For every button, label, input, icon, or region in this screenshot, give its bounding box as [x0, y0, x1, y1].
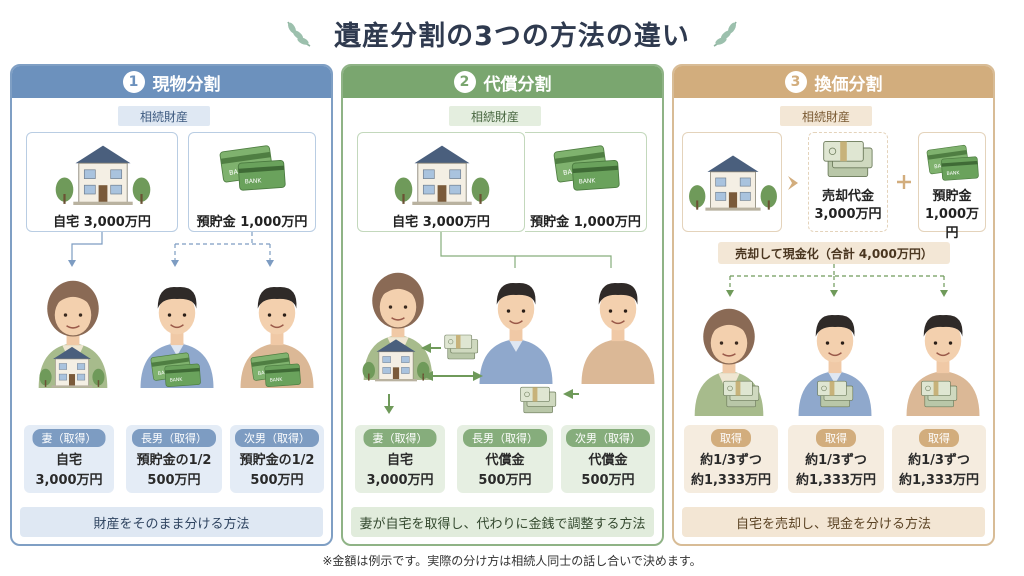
- recipient-amount: 500万円: [147, 473, 201, 488]
- recipient-card-wife: 妻（取得） 自宅 3,000万円: [355, 425, 445, 493]
- house-held-icon: [38, 342, 106, 388]
- deposit-amount: 1,000万円: [924, 207, 980, 241]
- recipient-role: 次男（取得）: [566, 429, 650, 447]
- sale-proceeds-amount: 3,000万円: [814, 207, 882, 222]
- flow-lines: [726, 264, 948, 297]
- house-icon: [53, 139, 153, 205]
- recipient-amount: 500万円: [478, 473, 532, 488]
- asset-deposit-card: 預貯金 1,000万円: [525, 132, 647, 232]
- plus-icon: [897, 175, 911, 189]
- recipient-role: 長男（取得）: [132, 429, 216, 447]
- recipient-amount: 約1,333万円: [898, 473, 980, 488]
- recipient-item: 預貯金の1/2: [239, 453, 315, 468]
- asset-home-card: 自宅 3,000万円: [26, 132, 178, 232]
- leaf-left-icon: [282, 16, 316, 50]
- page-title: 遺産分割の3つの方法の違い: [334, 20, 690, 52]
- cash-held-icon: [920, 378, 960, 410]
- house-icon: [687, 149, 779, 211]
- recipient-role: 取得: [816, 429, 856, 447]
- recipient-share: 約1/3ずつ: [805, 453, 867, 468]
- recipient-card-eldest: 長男（取得） 預貯金の1/2 500万円: [126, 425, 222, 493]
- recipient-role: 次男（取得）: [235, 429, 319, 447]
- recipient-amount: 500万円: [250, 473, 304, 488]
- panel-header: 2 代償分割: [343, 66, 662, 98]
- recipient-card-2: 取得 約1/3ずつ 約1,333万円: [788, 425, 884, 493]
- deposit-label: 預貯金: [932, 189, 972, 204]
- recipient-role: 妻（取得）: [32, 429, 106, 447]
- flow-lines: [68, 232, 274, 267]
- recipient-amount: 約1,333万円: [690, 473, 772, 488]
- exchange-arrows: [384, 343, 579, 414]
- panel-title: 現物分割: [152, 74, 221, 95]
- recipient-role: 妻（取得）: [363, 429, 437, 447]
- method-summary: 財産をそのまま分ける方法: [20, 507, 323, 537]
- panel-header: 3 換価分割: [674, 66, 993, 98]
- panel-header: 1 現物分割: [12, 66, 331, 98]
- recipient-role: 取得: [919, 429, 959, 447]
- flow-lines: [440, 232, 612, 268]
- arrow-right-icon: [788, 176, 798, 190]
- asset-home-label: 自宅 3,000万円: [392, 215, 490, 230]
- asset-home-card: [682, 132, 782, 232]
- footnote: ※金額は例示です。実際の分け方は相続人同士の話し合いで決めます。: [322, 554, 702, 568]
- recipient-amount: 3,000万円: [35, 473, 103, 488]
- house-icon: [392, 139, 492, 205]
- sale-proceeds-label: 売却代金: [821, 189, 874, 204]
- recipient-item: 代償金: [588, 453, 628, 468]
- recipient-card-wife: 妻（取得） 自宅 3,000万円: [24, 425, 114, 493]
- leaf-right-icon: [708, 16, 742, 50]
- recipient-card-second: 次男（取得） 代償金 500万円: [561, 425, 655, 493]
- recipient-role: 長男（取得）: [463, 429, 547, 447]
- panel-title: 代償分割: [483, 74, 552, 95]
- estate-tag: 相続財産: [780, 106, 873, 126]
- asset-deposit-label: 預貯金 1,000万円: [196, 215, 308, 230]
- panel-number: 2: [453, 71, 476, 93]
- asset-home-label: 自宅 3,000万円: [53, 215, 151, 230]
- recipient-amount: 3,000万円: [366, 473, 434, 488]
- panel-genbutsu: 1 現物分割 相続財産 自宅 3,000万円 預貯金 1,000万円 妻（取得）…: [10, 64, 333, 546]
- bank-card-held-icon: [146, 350, 206, 388]
- recipient-card-second: 次男（取得） 預貯金の1/2 500万円: [230, 425, 324, 493]
- method-summary: 妻が自宅を取得し、代わりに金銭で調整する方法: [351, 507, 654, 537]
- bank-card-held-icon: [246, 350, 306, 388]
- panel-number: 1: [122, 71, 145, 93]
- recipient-share: 約1/3ずつ: [908, 453, 970, 468]
- recipient-amount: 約1,333万円: [795, 473, 877, 488]
- panel-number: 3: [784, 71, 807, 93]
- sale-proceeds-card: 売却代金 3,000万円: [808, 132, 888, 232]
- panel-kanka: 3 換価分割 相続財産 売却代金 3,000万円 預貯金 1,000万円 売却し…: [672, 64, 995, 546]
- panel-title: 換価分割: [814, 74, 883, 95]
- asset-home-card: 自宅 3,000万円: [357, 132, 525, 232]
- asset-deposit-card: 預貯金 1,000万円: [188, 132, 316, 232]
- title-row: 遺産分割の3つの方法の違い: [0, 8, 1024, 58]
- method-summary: 自宅を売却し、現金を分ける方法: [682, 507, 985, 537]
- asset-deposit-card: 預貯金 1,000万円: [918, 132, 986, 241]
- estate-tag: 相続財産: [118, 106, 211, 126]
- recipient-amount: 500万円: [581, 473, 635, 488]
- recipient-item: 自宅: [55, 453, 82, 468]
- panel-daisho: 2 代償分割 相続財産 自宅 3,000万円 預貯金 1,000万円 妻（取得）…: [341, 64, 664, 546]
- recipient-card-1: 取得 約1/3ずつ 約1,333万円: [684, 425, 778, 493]
- recipient-card-3: 取得 約1/3ずつ 約1,333万円: [892, 425, 986, 493]
- bank-card-icon: [549, 141, 625, 193]
- cash-held-icon: [722, 378, 762, 410]
- bank-card-icon: [215, 141, 291, 193]
- cash-held-icon: [816, 378, 856, 410]
- recipient-item: 自宅: [386, 453, 413, 468]
- recipient-item: 代償金: [485, 453, 525, 468]
- cash-icon: [821, 137, 877, 181]
- recipient-role: 取得: [711, 429, 751, 447]
- recipient-share: 約1/3ずつ: [700, 453, 762, 468]
- asset-deposit-label: 預貯金 1,000万円: [530, 215, 641, 230]
- recipient-card-eldest: 長男（取得） 代償金 500万円: [457, 425, 553, 493]
- sale-total-label: 売却して現金化（合計 4,000万円）: [718, 242, 950, 264]
- recipient-item: 預貯金の1/2: [136, 453, 212, 468]
- estate-tag: 相続財産: [449, 106, 542, 126]
- bank-card-icon: [923, 141, 983, 183]
